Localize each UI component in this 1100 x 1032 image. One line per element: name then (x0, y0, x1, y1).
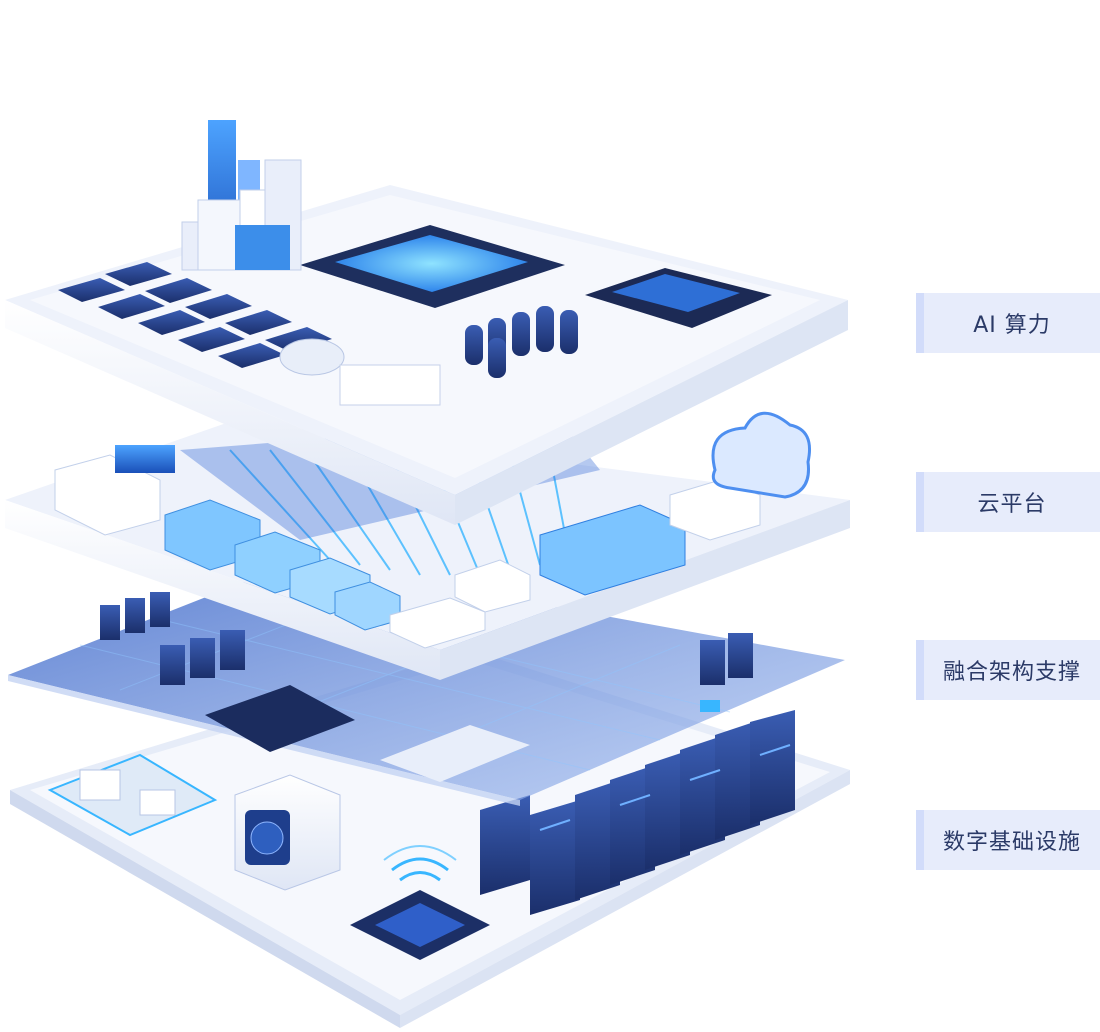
label-converged-architecture: 融合架构支撑 (916, 640, 1100, 700)
label-digital-infrastructure: 数字基础设施 (916, 810, 1100, 870)
cloud-icon (711, 411, 811, 499)
label-ai-compute: AI 算力 (916, 293, 1100, 353)
server-racks (480, 710, 795, 915)
layer-stack-illustration (5, 120, 850, 1028)
label-cloud-platform: 云平台 (916, 472, 1100, 532)
bar-chart-icon (181, 120, 302, 271)
layer-architecture-platform (8, 560, 845, 806)
